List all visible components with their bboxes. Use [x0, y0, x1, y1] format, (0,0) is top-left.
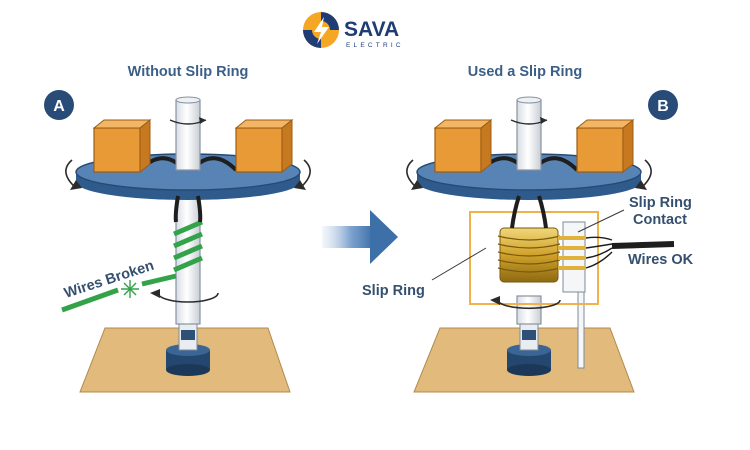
- badge-a: A: [44, 90, 74, 120]
- callout-leaders: [431, 209, 625, 281]
- broken-wire: [61, 273, 177, 313]
- top-shaft: [169, 96, 207, 171]
- block-right: [575, 118, 635, 174]
- panel-without-slip-ring: Without Slip Ring A: [44, 64, 311, 393]
- panel-left-title: Without Slip Ring: [128, 64, 249, 80]
- brand-logo: SAVA ELECTRIC: [303, 12, 404, 49]
- slip-ring: [497, 227, 561, 283]
- right-arrow-icon: [322, 210, 398, 264]
- rotating-shaft: [516, 295, 542, 325]
- output-wires: [585, 236, 675, 269]
- badge-b-label: B: [657, 98, 669, 115]
- panel-right-title: Used a Slip Ring: [468, 64, 582, 80]
- badge-b: B: [648, 90, 678, 120]
- slip-ring-contact-label-line1: Slip Ring: [629, 195, 692, 211]
- disc-rotation-arrows-icon: [406, 159, 652, 190]
- wires-ok-label: Wires OK: [628, 252, 694, 268]
- block-left: [433, 118, 493, 174]
- slip-ring-label: Slip Ring: [362, 283, 425, 299]
- badge-a-label: A: [53, 98, 65, 115]
- disc-rotation-arrows-icon: [65, 159, 311, 190]
- break-spark-icon: [121, 280, 139, 298]
- bottom-rotation-arrow-icon: [490, 296, 561, 310]
- block-right: [234, 118, 294, 174]
- stationary-post: [577, 289, 585, 369]
- logo-mark-icon: [303, 12, 339, 48]
- block-left: [92, 118, 152, 174]
- wrapped-wires: [173, 219, 203, 273]
- slip-ring-contact-label-line2: Contact: [633, 212, 687, 228]
- slip-ring-contact-brushes: [558, 221, 586, 293]
- top-shaft: [510, 96, 548, 171]
- bottom-rotation-arrow-icon: [150, 289, 219, 303]
- bearing: [507, 321, 551, 376]
- brand-name: SAVA: [344, 18, 399, 41]
- brand-tagline: ELECTRIC: [346, 42, 404, 49]
- panel-used-slip-ring: Used a Slip Ring B: [362, 64, 694, 393]
